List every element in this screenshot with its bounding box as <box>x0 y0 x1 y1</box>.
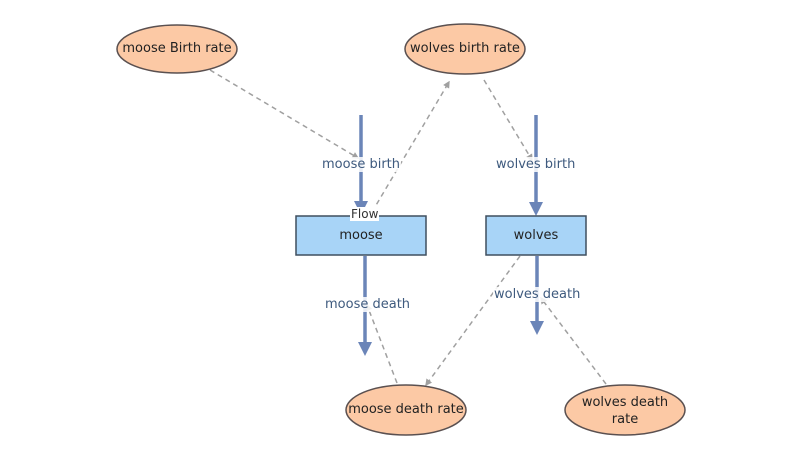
variable-moose-death-rate-shape[interactable] <box>345 384 467 436</box>
link-moose-to-wolves-birth-rate[interactable] <box>371 80 450 213</box>
stock-wolves-label: wolves <box>513 228 559 243</box>
flow-moose-death-label: moose death <box>324 297 412 312</box>
variable-wolves-death-rate-label-line2: rate <box>611 412 639 427</box>
variable-moose-death-rate-label: moose death rate <box>348 402 464 417</box>
stock-wolves-box[interactable] <box>485 215 587 256</box>
link-wolves-to-moose-death-rate[interactable] <box>425 255 521 387</box>
flow-tag-label: Flow <box>350 207 380 221</box>
variable-wolves-death-rate-label-line1: wolves death <box>581 395 669 410</box>
link-wolves-birth-rate-to-wolves-birth[interactable] <box>483 79 533 162</box>
variable-wolves-birth-rate-label: wolves birth rate <box>410 41 520 56</box>
stock-moose-box[interactable] <box>295 215 427 256</box>
variable-wolves-death-rate-shape[interactable] <box>564 384 686 436</box>
link-wolves-death-rate-to-wolves-death[interactable] <box>540 296 607 385</box>
stock-moose-label: moose <box>339 228 383 243</box>
link-moose-birth-rate-to-moose-birth[interactable] <box>209 69 360 159</box>
variable-wolves-birth-rate-shape[interactable] <box>404 23 526 75</box>
variable-moose-birth-rate-shape[interactable] <box>116 24 238 74</box>
link-moose-death-rate-to-moose-death[interactable] <box>365 303 398 384</box>
flow-wolves-birth-label: wolves birth <box>495 157 577 172</box>
flow-wolves-death-label: wolves death <box>493 287 582 302</box>
variable-moose-birth-rate-label: moose Birth rate <box>122 41 232 56</box>
flow-moose-birth-label: moose birth <box>321 157 402 172</box>
